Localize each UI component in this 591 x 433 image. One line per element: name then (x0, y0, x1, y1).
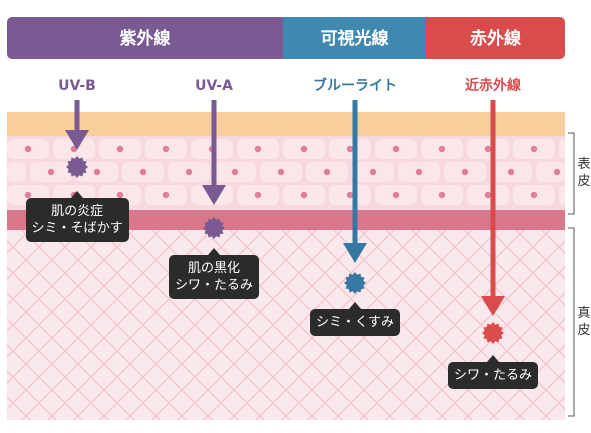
effect-callout-text: シミ・くすみ (316, 315, 395, 330)
cell-nucleus (231, 168, 239, 176)
cell-nucleus (254, 145, 262, 153)
cell-nucleus (484, 191, 492, 199)
header-band (426, 17, 565, 59)
ray-arrowhead (202, 185, 226, 205)
ray-label: 近赤外線 (465, 77, 521, 94)
ray-arrowhead (343, 243, 367, 263)
cell-nucleus (116, 191, 124, 199)
cell-nucleus (484, 145, 492, 153)
header-bands: 紫外線 可視光線 赤外線 (7, 17, 565, 59)
cell-nucleus (530, 191, 538, 199)
cell-nucleus (438, 191, 446, 199)
header-band-label: 可視光線 (321, 28, 389, 49)
dermis-label-char: 真 (577, 306, 591, 321)
dermis-label: 真 皮 (576, 305, 591, 339)
cell-nucleus (139, 168, 147, 176)
cell-nucleus (185, 168, 193, 176)
ray-arrowhead (481, 296, 505, 316)
effect-callout-text: シワ・たるみ (175, 278, 254, 293)
epidermis-bracket (568, 132, 575, 215)
cell-nucleus (461, 168, 469, 176)
ray-label: UV-B (58, 78, 96, 94)
cell-nucleus (369, 168, 377, 176)
cell-nucleus (438, 145, 446, 153)
cell-nucleus (162, 145, 170, 153)
cell-nucleus (93, 168, 101, 176)
epidermis-cell (559, 139, 565, 159)
cell-nucleus (24, 145, 32, 153)
epidermis-cells (7, 139, 565, 205)
effect-callout-text: シワ・たるみ (454, 368, 533, 383)
effect-callout: 肌の黒化シワ・たるみ (169, 248, 260, 299)
cell-nucleus (346, 191, 354, 199)
epidermis-label: 表 皮 (576, 156, 591, 190)
epidermis-cell (7, 162, 26, 182)
dermis-label-char: 皮 (577, 323, 591, 338)
cell-nucleus (346, 145, 354, 153)
basement-membrane (7, 210, 565, 230)
header-band (7, 17, 283, 59)
cell-nucleus (162, 191, 170, 199)
light-rays: UV-B UV-A ブルーライト 近赤外線 (58, 77, 521, 344)
cell-nucleus (392, 191, 400, 199)
ray-label: UV-A (195, 78, 233, 94)
damage-spot (203, 217, 225, 239)
cell-nucleus (415, 168, 423, 176)
dermis-bracket (568, 227, 575, 417)
cell-nucleus (300, 191, 308, 199)
cell-nucleus (392, 145, 400, 153)
effect-callout-text: シミ・そばかす (31, 221, 123, 236)
effect-callout: シミ・くすみ (310, 302, 401, 336)
cell-nucleus (47, 168, 55, 176)
damage-spot (66, 156, 88, 178)
damage-spot (482, 322, 504, 344)
damage-spot (344, 272, 366, 294)
skin-surface-layer (7, 112, 565, 136)
cell-nucleus (254, 191, 262, 199)
ray-arrowhead (65, 130, 89, 150)
cell-nucleus (553, 168, 561, 176)
cell-nucleus (24, 191, 32, 199)
cell-nucleus (116, 145, 124, 153)
effect-callout-text: 肌の炎症 (51, 204, 104, 219)
effect-callout: 肌の炎症シミ・そばかす (25, 191, 129, 242)
epidermis-cell (536, 162, 565, 182)
epidermis-label-char: 表 (577, 157, 591, 172)
header-band (283, 17, 426, 59)
effect-callout: シワ・たるみ (448, 355, 539, 389)
cell-nucleus (507, 168, 515, 176)
header-band-label: 赤外線 (470, 28, 521, 49)
ray-label: ブルーライト (313, 77, 397, 94)
epidermis-label-char: 皮 (577, 174, 591, 189)
cell-nucleus (300, 145, 308, 153)
cell-nucleus (277, 168, 285, 176)
cell-nucleus (530, 145, 538, 153)
effect-callout-text: 肌の黒化 (188, 261, 241, 276)
dermis-layer (7, 230, 565, 420)
epidermis-cell (559, 185, 565, 205)
cell-nucleus (323, 168, 331, 176)
header-band-label: 紫外線 (120, 28, 171, 49)
